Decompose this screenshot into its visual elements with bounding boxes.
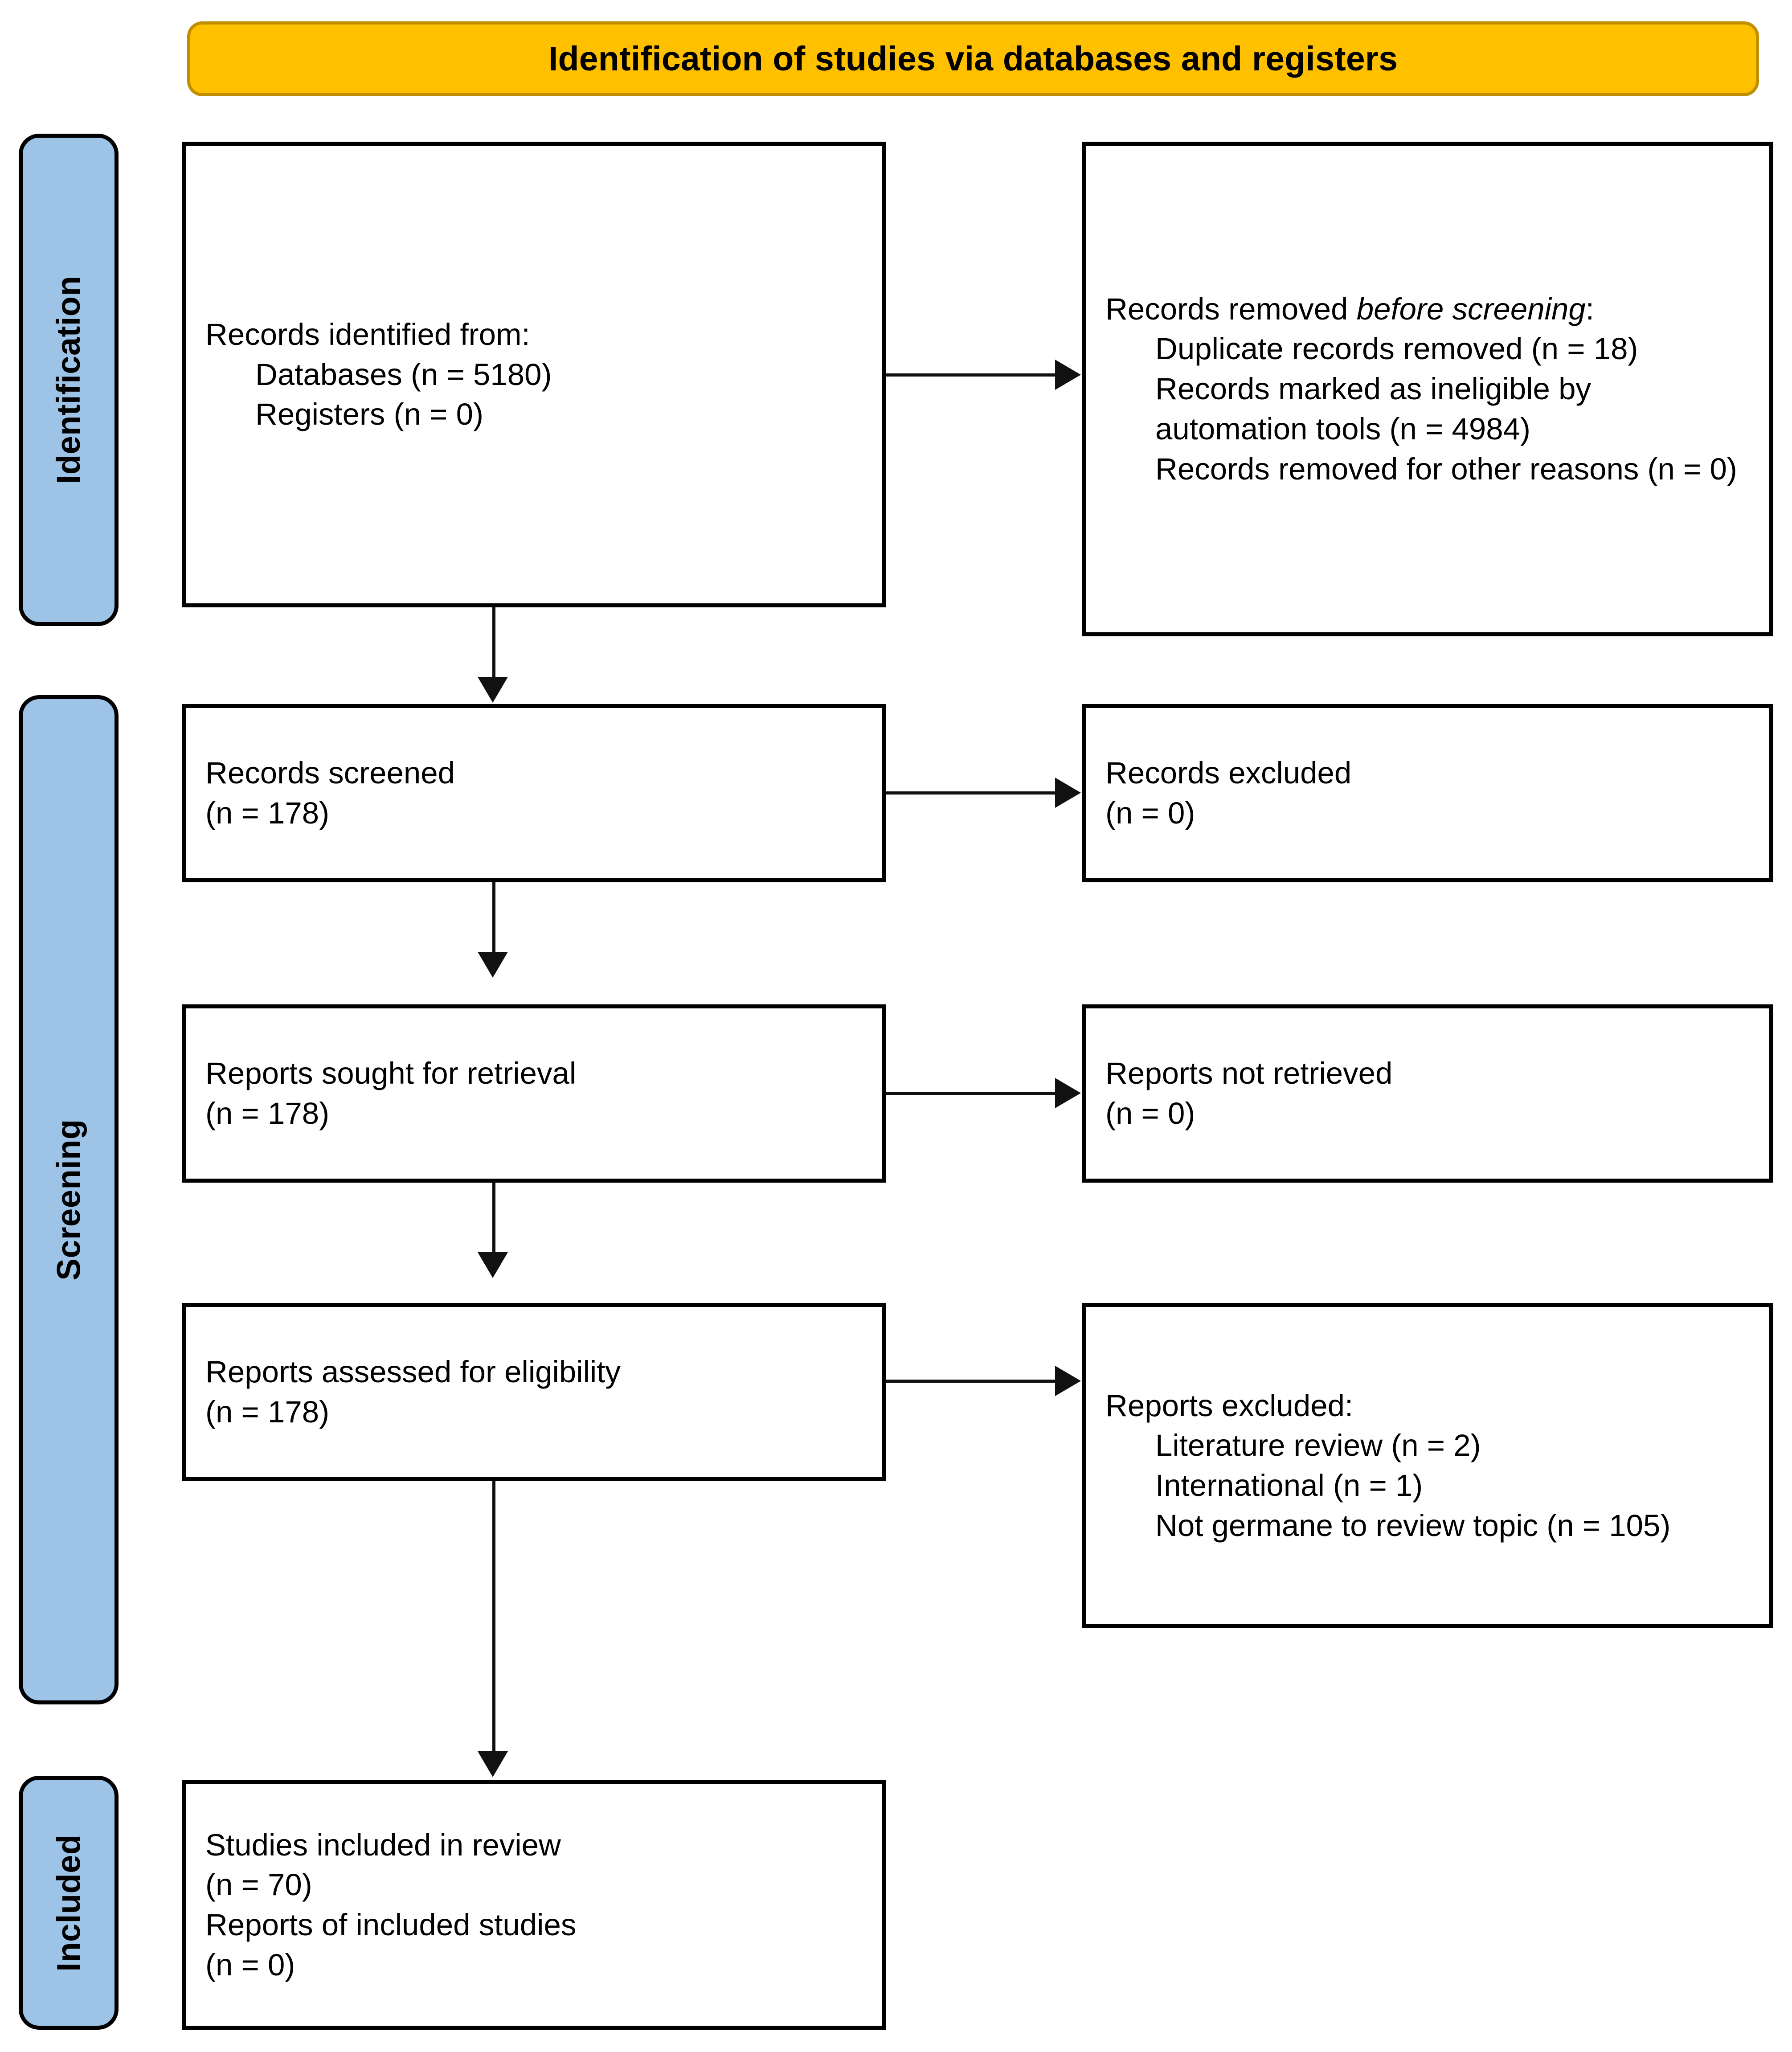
connector-identified-to-screened-arrowhead (478, 677, 508, 703)
records-removed-heading: Records removed before screening: (1105, 289, 1750, 329)
records-removed-automation: Records marked as ineligible by automati… (1155, 372, 1591, 446)
reports-not-retrieved-count: (n = 0) (1105, 1096, 1195, 1130)
phase-label-identification: Identification (50, 275, 87, 484)
reports-sought-label: Reports sought for retrieval (205, 1056, 577, 1091)
box-reports-excluded: Reports excluded: Literature review (n =… (1082, 1303, 1773, 1628)
records-removed-heading-plain: Records removed (1105, 291, 1357, 326)
connector-screened-to-sought-line (492, 882, 495, 954)
phase-rail-screening: Screening (19, 695, 119, 1704)
box-reports-not-retrieved: Reports not retrieved (n = 0) (1082, 1004, 1773, 1183)
box-records-screened: Records screened (n = 178) (182, 704, 886, 882)
box-records-removed-before-screening: Records removed before screening: Duplic… (1082, 142, 1773, 636)
studies-included-label: Studies included in review (205, 1827, 561, 1862)
connector-sought-to-not-retrieved-arrowhead (1055, 1078, 1081, 1108)
connector-screened-to-sought-arrowhead (478, 952, 508, 978)
reports-not-retrieved-label: Reports not retrieved (1105, 1056, 1393, 1091)
reports-excluded-heading: Reports excluded: (1105, 1388, 1354, 1423)
reports-of-included-count: (n = 0) (205, 1947, 295, 1982)
connector-identified-to-removed-arrowhead (1055, 360, 1081, 390)
phase-label-screening: Screening (50, 1119, 87, 1281)
connector-identified-to-removed-line (886, 373, 1055, 377)
connector-assessed-to-included-line (492, 1481, 495, 1753)
reports-excluded-not-germane: Not germane to review topic (n = 105) (1155, 1508, 1671, 1543)
box-records-excluded: Records excluded (n = 0) (1082, 704, 1773, 882)
records-excluded-label: Records excluded (1105, 756, 1352, 790)
studies-included-count: (n = 70) (205, 1868, 312, 1902)
records-removed-heading-colon: : (1585, 291, 1594, 326)
connector-sought-to-assessed-arrowhead (478, 1252, 508, 1278)
box-reports-assessed-for-eligibility: Reports assessed for eligibility (n = 17… (182, 1303, 886, 1481)
connector-sought-to-not-retrieved-line (886, 1092, 1055, 1095)
records-removed-heading-italic: before screening (1356, 291, 1586, 326)
records-removed-duplicates: Duplicate records removed (n = 18) (1155, 332, 1638, 366)
connector-identified-to-screened-line (492, 607, 495, 679)
reports-sought-count: (n = 178) (205, 1096, 330, 1130)
reports-assessed-count: (n = 178) (205, 1395, 330, 1429)
records-identified-databases: Databases (n = 5180) (255, 357, 552, 392)
connector-assessed-to-reports-excluded-line (886, 1380, 1055, 1383)
diagram-header-banner: Identification of studies via databases … (187, 21, 1759, 96)
phase-label-included: Included (50, 1834, 87, 1972)
reports-excluded-literature-review: Literature review (n = 2) (1155, 1428, 1481, 1463)
box-studies-included-in-review: Studies included in review (n = 70) Repo… (182, 1780, 886, 2030)
reports-of-included-label: Reports of included studies (205, 1908, 577, 1942)
records-identified-heading: Records identified from: (205, 317, 530, 352)
phase-rail-identification: Identification (19, 134, 119, 626)
phase-rail-included: Included (19, 1776, 119, 2030)
records-identified-registers: Registers (n = 0) (255, 397, 483, 432)
connector-assessed-to-reports-excluded-arrowhead (1055, 1366, 1081, 1396)
diagram-title: Identification of studies via databases … (548, 39, 1398, 78)
records-excluded-count: (n = 0) (1105, 796, 1195, 830)
records-removed-other: Records removed for other reasons (n = 0… (1155, 451, 1737, 486)
connector-assessed-to-included-arrowhead (478, 1751, 508, 1777)
reports-assessed-label: Reports assessed for eligibility (205, 1355, 621, 1389)
connector-screened-to-excluded-arrowhead (1055, 778, 1081, 808)
box-reports-sought-for-retrieval: Reports sought for retrieval (n = 178) (182, 1004, 886, 1183)
records-screened-count: (n = 178) (205, 796, 330, 830)
records-screened-label: Records screened (205, 756, 455, 790)
connector-sought-to-assessed-line (492, 1183, 495, 1254)
box-records-identified: Records identified from: Databases (n = … (182, 142, 886, 607)
connector-screened-to-excluded-line (886, 791, 1055, 795)
reports-excluded-international: International (n = 1) (1155, 1468, 1423, 1503)
